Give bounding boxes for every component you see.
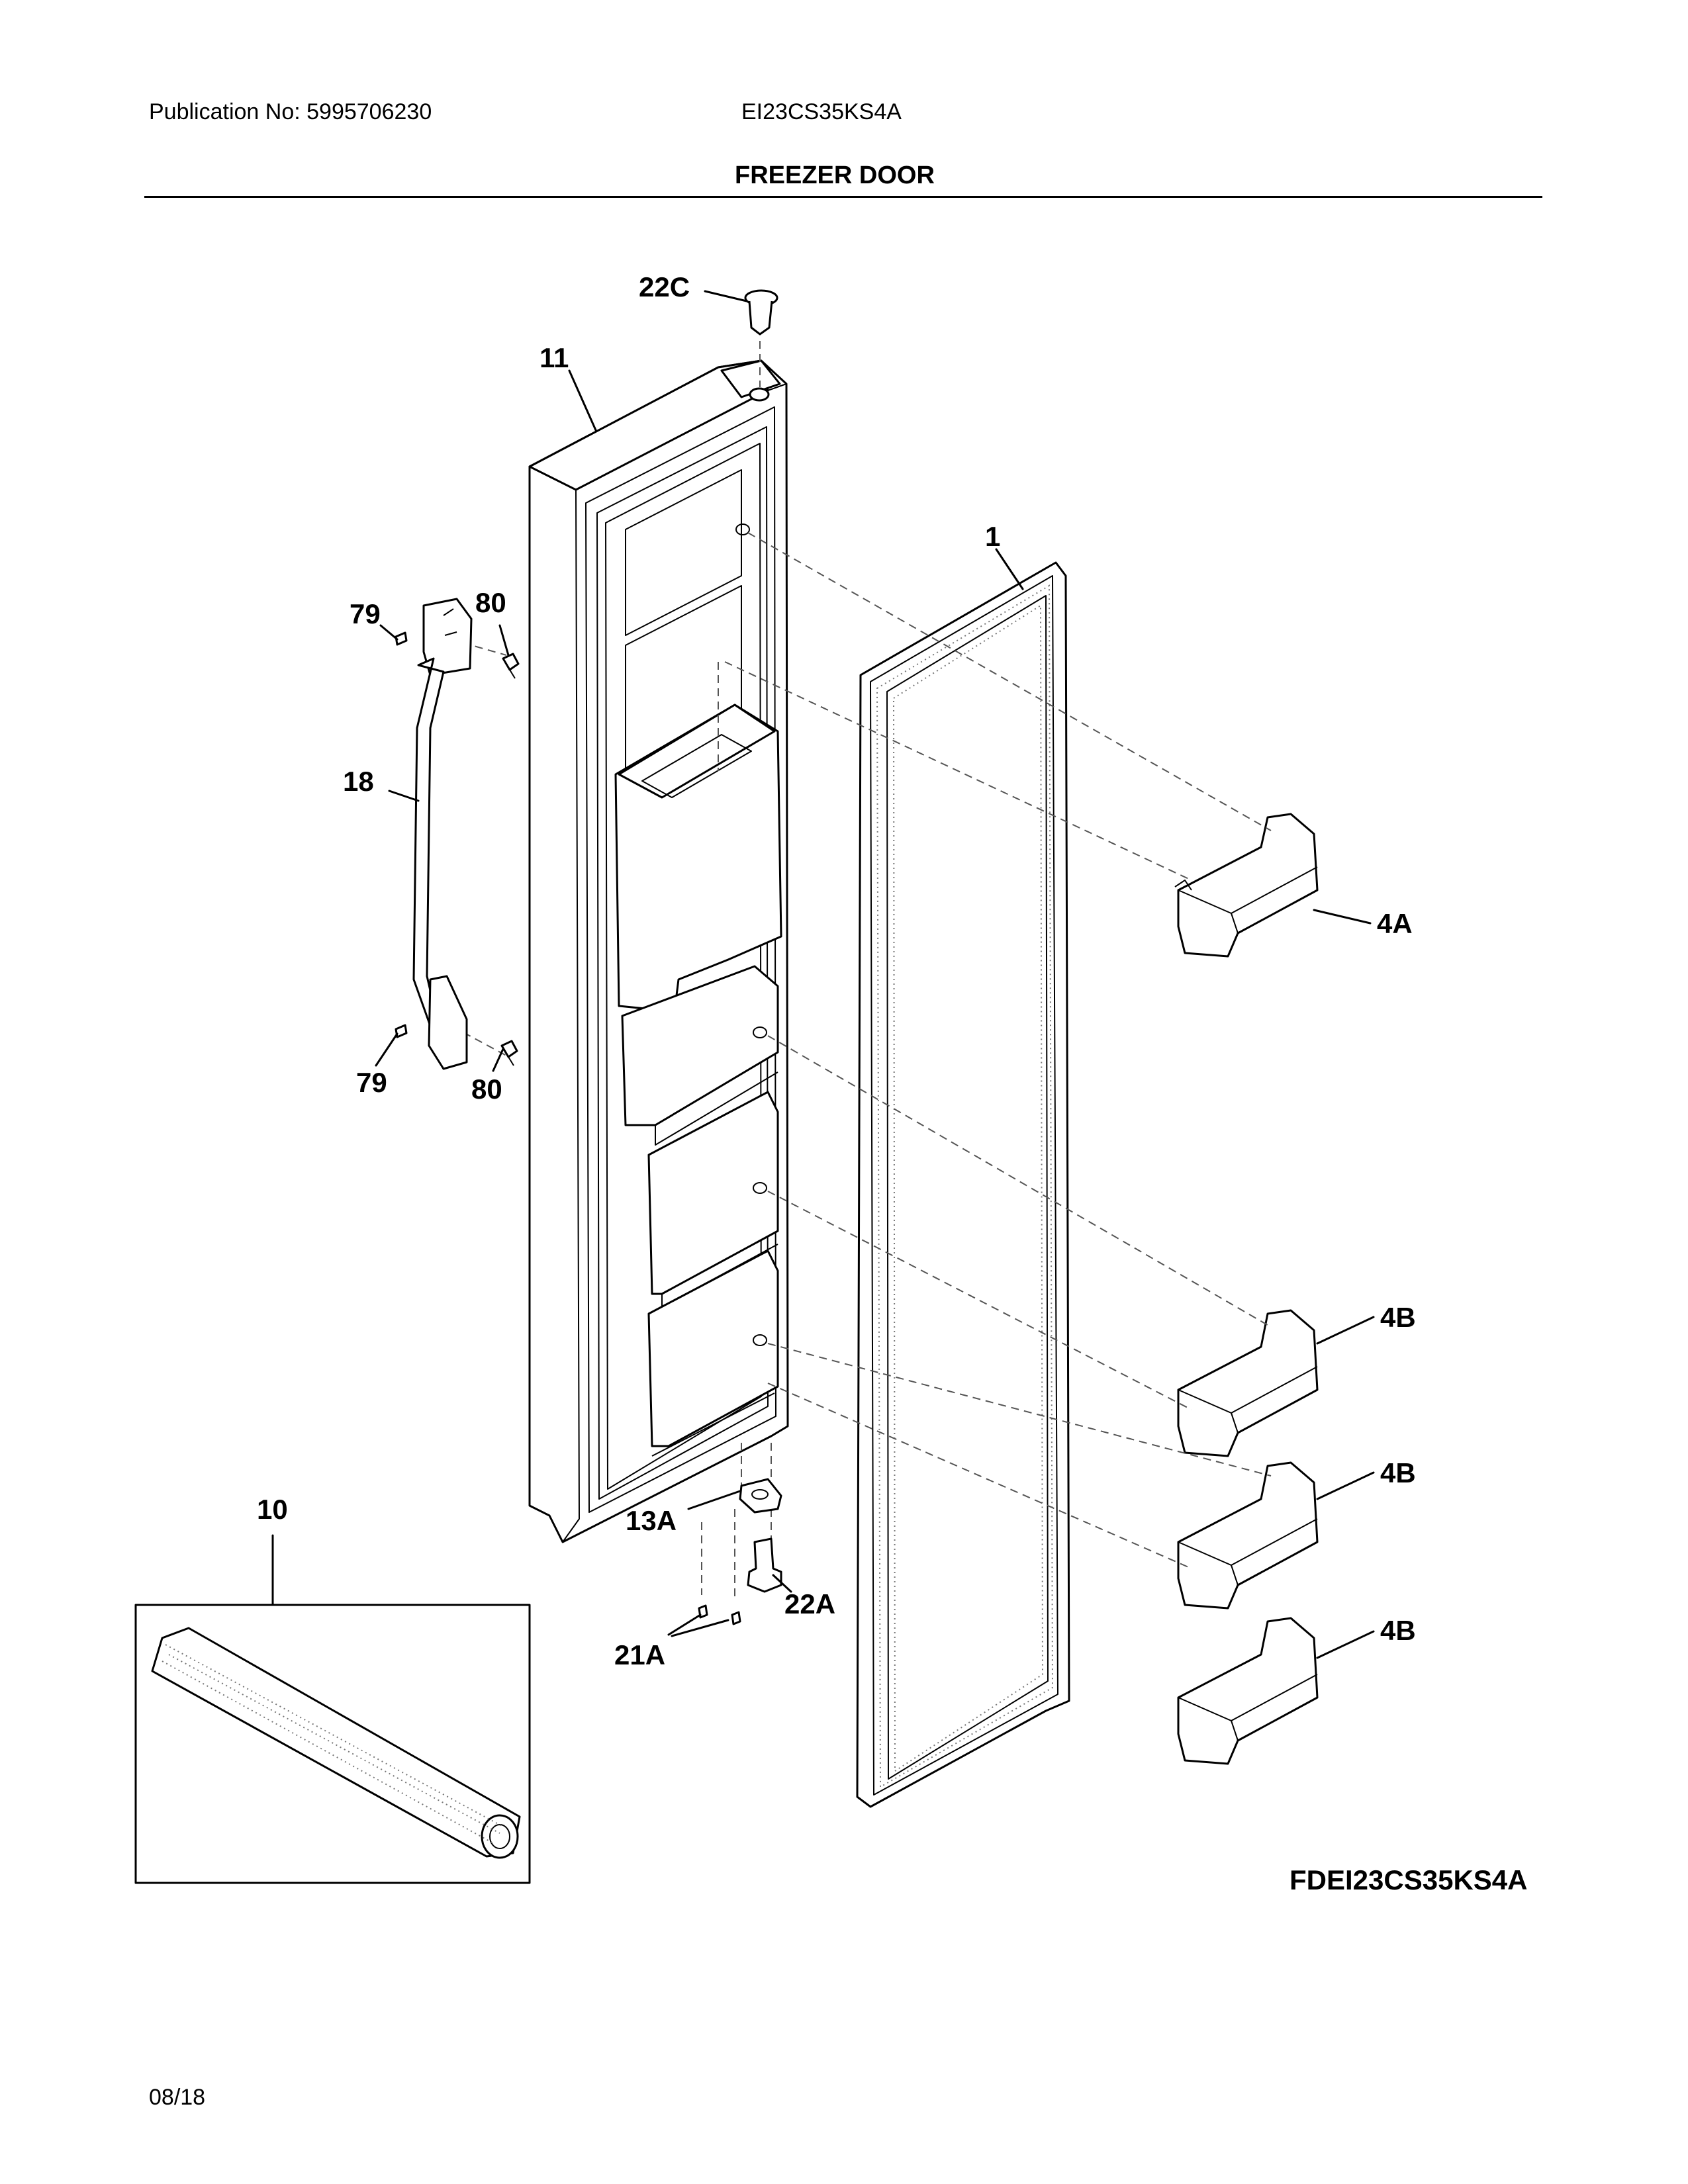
label-10: 10 <box>257 1494 288 1525</box>
hinge-cap-22c <box>744 289 778 336</box>
label-21a: 21A <box>614 1639 665 1670</box>
label-4b-3: 4B <box>1380 1615 1416 1646</box>
publication-number: Publication No: 5995706230 <box>149 99 432 124</box>
door-bin-4b-1 <box>1177 1309 1319 1457</box>
label-4b-1: 4B <box>1380 1302 1416 1333</box>
mounting-screws-21a <box>698 1604 741 1625</box>
header-divider <box>144 196 1542 198</box>
hinge-bracket-13a <box>739 1478 782 1514</box>
label-13a: 13A <box>626 1505 677 1536</box>
door-bin-4a <box>1174 813 1319 958</box>
hinge-pin-22a <box>747 1537 782 1593</box>
door-bin-4b-2 <box>1177 1461 1319 1610</box>
tube-box-10 <box>134 1604 531 1884</box>
door-handle-18 <box>412 598 473 1070</box>
revision-date: 08/18 <box>149 2085 206 2110</box>
page-title: FREEZER DOOR <box>735 161 935 189</box>
label-4a: 4A <box>1377 908 1413 939</box>
door-bin-4b-3 <box>1177 1617 1319 1765</box>
model-number: EI23CS35KS4A <box>741 99 902 124</box>
label-22a: 22A <box>784 1588 835 1619</box>
label-4b-2: 4B <box>1380 1457 1416 1488</box>
door-gasket-1 <box>856 561 1070 1808</box>
label-80-bottom: 80 <box>471 1073 502 1105</box>
alignment-lines <box>436 341 1272 1602</box>
label-11: 11 <box>539 342 569 373</box>
diagram-code: FDEI23CS35KS4A <box>1289 1864 1528 1895</box>
label-79-bottom: 79 <box>356 1067 387 1098</box>
handle-screw-bottom <box>395 1024 408 1038</box>
handle-screw-top <box>395 631 408 646</box>
leader-lines <box>271 290 1375 1659</box>
label-22c: 22C <box>639 271 690 302</box>
door-panel-11 <box>528 359 789 1543</box>
handle-plug-top <box>502 653 520 679</box>
label-18: 18 <box>343 766 374 797</box>
label-79-top: 79 <box>350 598 381 629</box>
handle-plug-bottom <box>500 1040 518 1066</box>
label-1: 1 <box>985 521 1000 552</box>
label-80-top: 80 <box>475 587 506 618</box>
